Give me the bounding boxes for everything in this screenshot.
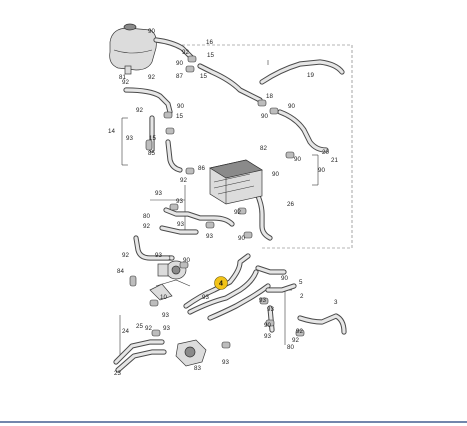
part-label: 93 xyxy=(222,359,229,366)
hoses-middle xyxy=(133,207,235,261)
part-label: 81 xyxy=(119,74,126,81)
expansion-tank xyxy=(109,23,157,75)
part-label: 92 xyxy=(136,107,143,114)
part-label: 92 xyxy=(182,49,189,56)
part-label: 93 xyxy=(155,190,162,197)
hoses-lower xyxy=(183,253,347,335)
part-label: 93 xyxy=(264,333,271,340)
clips xyxy=(129,55,305,349)
part-label: 92 xyxy=(122,79,129,86)
part-label: 93 xyxy=(162,312,169,319)
part-label: 90 xyxy=(183,257,190,264)
part-label: 18 xyxy=(266,93,273,100)
part-label: 93 xyxy=(163,325,170,332)
part-label: 15 xyxy=(200,73,207,80)
part-label: 23 xyxy=(114,370,121,377)
part-label: 19 xyxy=(307,72,314,79)
part-label: 15 xyxy=(207,52,214,59)
part-label: 93 xyxy=(259,297,266,304)
part-label: 92 xyxy=(148,74,155,81)
part-label: 92 xyxy=(180,177,187,184)
part-label: 90 xyxy=(318,167,325,174)
part-label: 26 xyxy=(287,201,294,208)
part-label: 90 xyxy=(261,113,268,120)
part-label: 92 xyxy=(122,252,129,259)
part-label: 90 xyxy=(177,103,184,110)
part-label: 85 xyxy=(148,150,155,157)
part-label: 25 xyxy=(136,323,143,330)
part-label: 83 xyxy=(194,365,201,372)
part-label: 20 xyxy=(322,149,329,156)
part-label: 93 xyxy=(202,294,209,301)
part-label: 90 xyxy=(176,60,183,67)
part-label: 15 xyxy=(176,113,183,120)
part-label: 80 xyxy=(143,213,150,220)
part-label: 3 xyxy=(334,299,338,306)
part-label: 87 xyxy=(176,73,183,80)
callout-label: 4 xyxy=(219,281,223,288)
part-label: 90 xyxy=(288,103,295,110)
part-label: 90 xyxy=(281,275,288,282)
part-label: 14 xyxy=(108,128,115,135)
part-label: 93 xyxy=(177,221,184,228)
part-label: 10 xyxy=(160,294,167,301)
heat-exchanger xyxy=(209,159,263,205)
part-label: 90 xyxy=(294,156,301,163)
part-labels: 90 16 92 90 15 81 92 87 15 19 92 18 90 9… xyxy=(108,28,338,377)
part-label: 93 xyxy=(155,252,162,259)
part-label: 2 xyxy=(300,293,304,300)
part-label: 90 xyxy=(264,322,271,329)
part-label: 80 xyxy=(287,344,294,351)
part-label: 24 xyxy=(122,328,129,335)
part-label: 92 xyxy=(143,223,150,230)
part-label: 93 xyxy=(126,135,133,142)
part-label: 82 xyxy=(260,145,267,152)
part-label: 15 xyxy=(149,135,156,142)
part-label: 92 xyxy=(292,337,299,344)
part-label: 93 xyxy=(206,233,213,240)
callout-part-4[interactable]: 4 xyxy=(214,276,228,290)
part-label: 84 xyxy=(117,268,124,275)
part-label: 92 xyxy=(234,209,241,216)
part-label: 16 xyxy=(206,39,213,46)
part-label: 90 xyxy=(272,171,279,178)
part-label: 5 xyxy=(299,279,303,286)
part-label: 21 xyxy=(331,157,338,164)
pipes-bottom-left xyxy=(113,339,207,373)
callout-badge xyxy=(214,276,228,290)
part-label: 90 xyxy=(238,235,245,242)
part-label: 90 xyxy=(148,28,155,35)
part-label: 1 xyxy=(168,255,172,262)
part-label: 93 xyxy=(267,306,274,313)
part-label: 92 xyxy=(145,325,152,332)
part-label: 93 xyxy=(176,198,183,205)
part-label: 92 xyxy=(296,328,303,335)
part-label: 86 xyxy=(198,165,205,172)
